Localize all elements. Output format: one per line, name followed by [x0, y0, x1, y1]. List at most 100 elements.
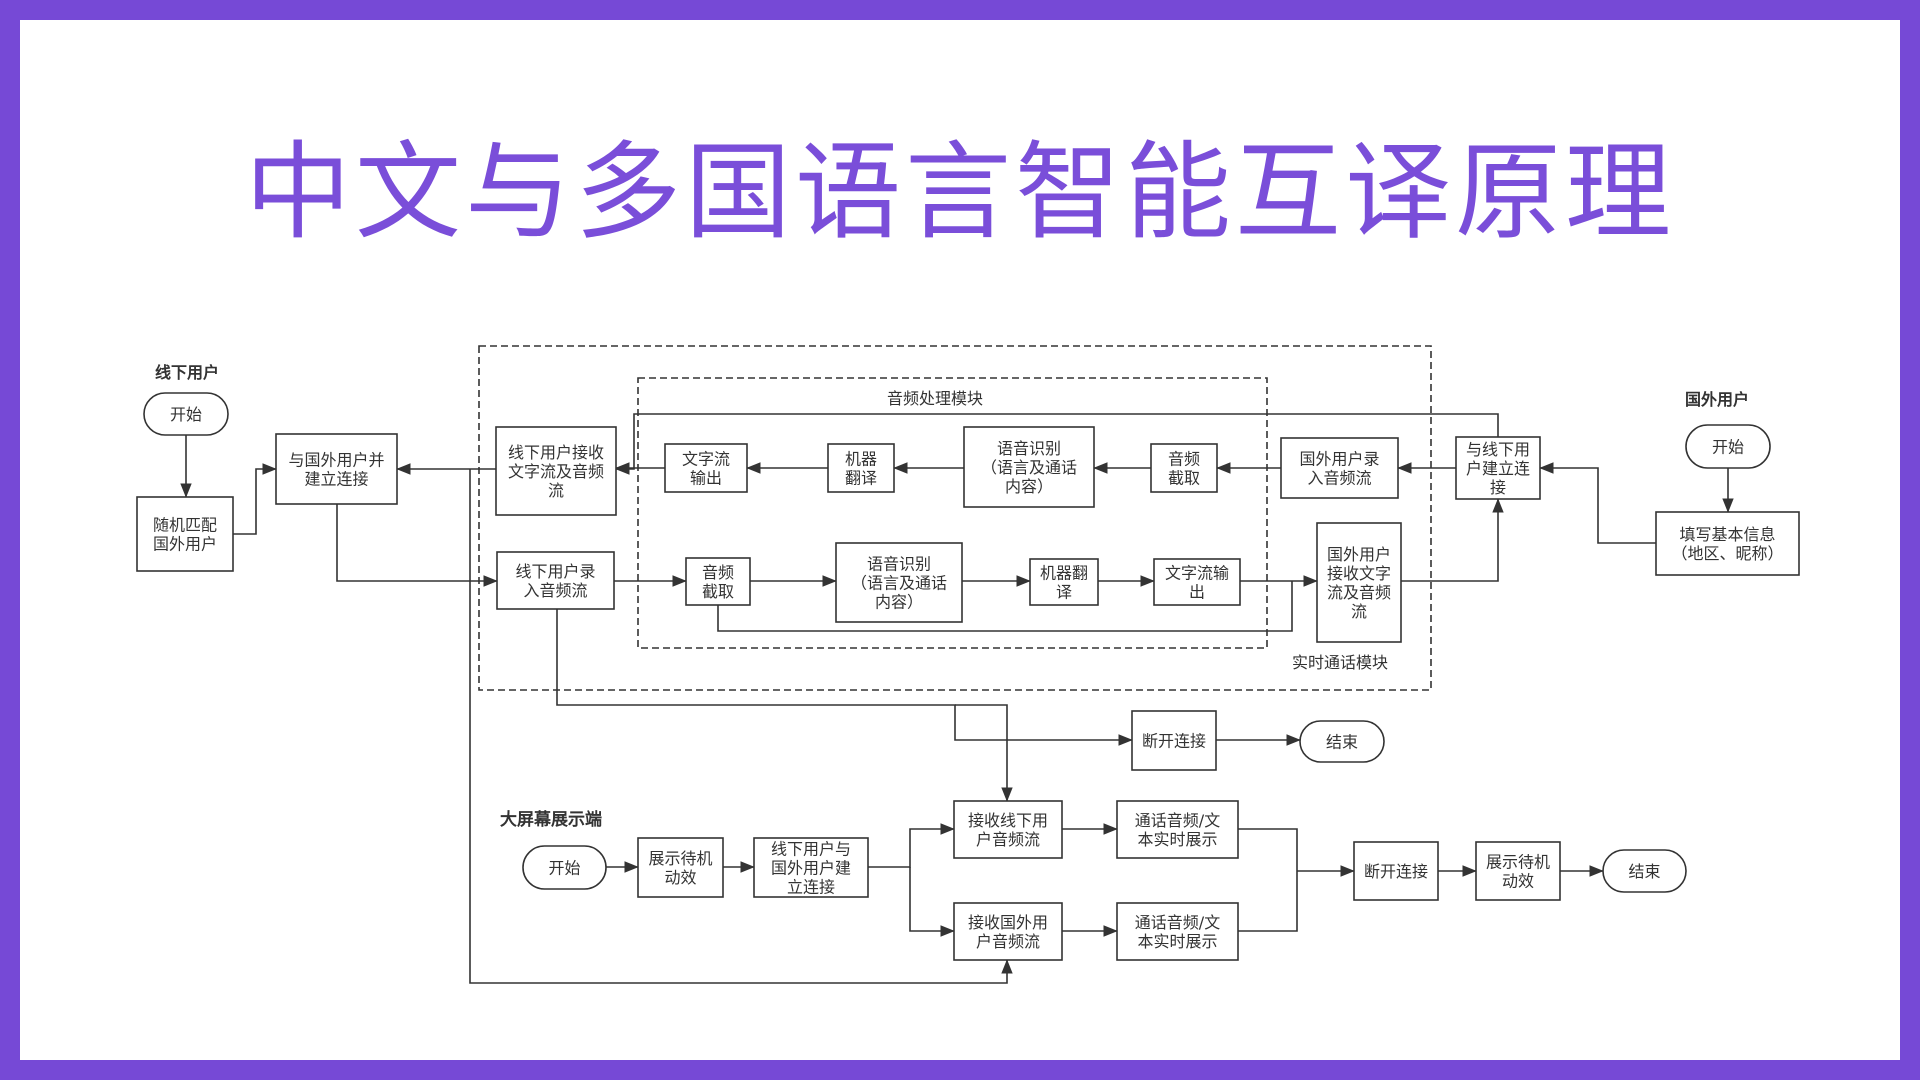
- node-text-line: （语言及通话: [981, 458, 1077, 477]
- connector: [909, 867, 955, 937]
- connectors: [180, 413, 1734, 984]
- node-text-line: 开始: [1712, 437, 1744, 456]
- node-text-line: 户建立连: [1466, 459, 1530, 478]
- node-text-line: 接: [1490, 478, 1506, 497]
- node-end-1: 结束: [1299, 720, 1385, 763]
- node-text-line: 文字流输: [1165, 563, 1229, 582]
- node-bs-disconnect: 断开连接: [1353, 841, 1439, 901]
- node-text-line: 出: [1189, 582, 1205, 601]
- node-shape: [664, 443, 748, 493]
- connector: [1539, 462, 1656, 544]
- node-text-line: 文字流及音频: [508, 462, 604, 481]
- node-text-line: 机器翻: [1040, 563, 1088, 582]
- node-fu-start: 开始: [1685, 424, 1771, 469]
- node-shape: [1685, 424, 1771, 469]
- node-text-line: 断开连接: [1142, 731, 1206, 750]
- node-text-line: 通话音频/文: [1135, 811, 1220, 830]
- node-fu-info: 填写基本信息（地区、昵称）: [1655, 511, 1800, 576]
- node-shape: [1655, 511, 1800, 576]
- node-text-line: 接收文字: [1327, 564, 1391, 583]
- node-text-line: 展示待机: [1486, 852, 1550, 871]
- node-shape: [835, 542, 963, 623]
- call-module-border: [478, 345, 1432, 691]
- node-text-line: 建立连接: [304, 469, 368, 488]
- node-text-line: 线下用户录: [515, 562, 595, 581]
- node-text-line: 本实时展示: [1137, 830, 1217, 849]
- node-text-line: 入音频流: [523, 581, 587, 600]
- node-bs-end: 结束: [1602, 849, 1687, 893]
- node-text-line: 结束: [1628, 862, 1660, 881]
- node-text-line: 流及音频: [1327, 583, 1391, 602]
- node-text-line: 动效: [1502, 871, 1534, 890]
- big-screen-label: 大屏幕展示端: [500, 809, 602, 830]
- node-text-line: 语音识别: [867, 554, 931, 573]
- node-text-line: 线下用户接收: [508, 443, 604, 462]
- node-text-line: 音频: [1168, 449, 1200, 468]
- node-text-line: 开始: [548, 858, 580, 877]
- node-shape: [1316, 522, 1402, 643]
- slide-canvas: [20, 20, 1900, 1060]
- foreign-user-label: 国外用户: [1685, 390, 1749, 409]
- node-shape: [1131, 710, 1217, 771]
- node-text-line: 输出: [690, 468, 722, 487]
- node-text-line: 展示待机: [648, 849, 712, 868]
- node-ou-start: 开始: [143, 392, 229, 436]
- node-text-line: 本实时展示: [1137, 932, 1217, 951]
- node-text-line: 国外用户: [1327, 545, 1391, 564]
- node-text-line: 结束: [1326, 732, 1358, 751]
- node-text-line: 开始: [170, 405, 202, 424]
- node-text-line: 填写基本信息: [1679, 525, 1775, 544]
- node-text-line: 流: [1351, 602, 1367, 621]
- node-text-line: 国外用户录: [1299, 449, 1379, 468]
- node-shape: [522, 845, 607, 890]
- node-text-line: 内容）: [1005, 477, 1053, 496]
- node-shape: [1353, 841, 1439, 901]
- node-text-line: 随机匹配: [153, 515, 217, 534]
- audio-module-label: 音频处理模块: [887, 389, 983, 408]
- node-shape: [637, 837, 724, 898]
- node-text-line: 接收线下用: [968, 811, 1048, 830]
- node-shape: [827, 443, 895, 493]
- node-text-line: 与线下用: [1466, 440, 1530, 459]
- node-shape: [1150, 443, 1218, 493]
- slide-title: 中文与多国语言智能互译原理: [245, 131, 1675, 254]
- node-shape: [275, 433, 398, 505]
- connector: [1238, 828, 1298, 932]
- node-shape: [496, 551, 615, 610]
- node-text-line: 与国外用户并: [288, 450, 384, 469]
- node-shape: [143, 392, 229, 436]
- node-shape: [1280, 437, 1399, 499]
- node-text-line: 断开连接: [1364, 862, 1428, 881]
- node-shape: [1116, 800, 1239, 859]
- connector: [955, 704, 1013, 802]
- connector: [556, 609, 1133, 746]
- connector: [469, 469, 1013, 984]
- node-text-line: 户音频流: [976, 830, 1040, 849]
- node-text-line: 入音频流: [1307, 468, 1371, 487]
- node-text-line: 立连接: [787, 877, 835, 896]
- node-shape: [1116, 902, 1239, 961]
- node-shape: [753, 837, 869, 898]
- node-shape: [495, 426, 617, 516]
- connector: [717, 581, 1293, 632]
- node-shape: [1153, 558, 1241, 606]
- node-text-line: 文字流: [682, 449, 730, 468]
- node-text-line: 户音频流: [976, 932, 1040, 951]
